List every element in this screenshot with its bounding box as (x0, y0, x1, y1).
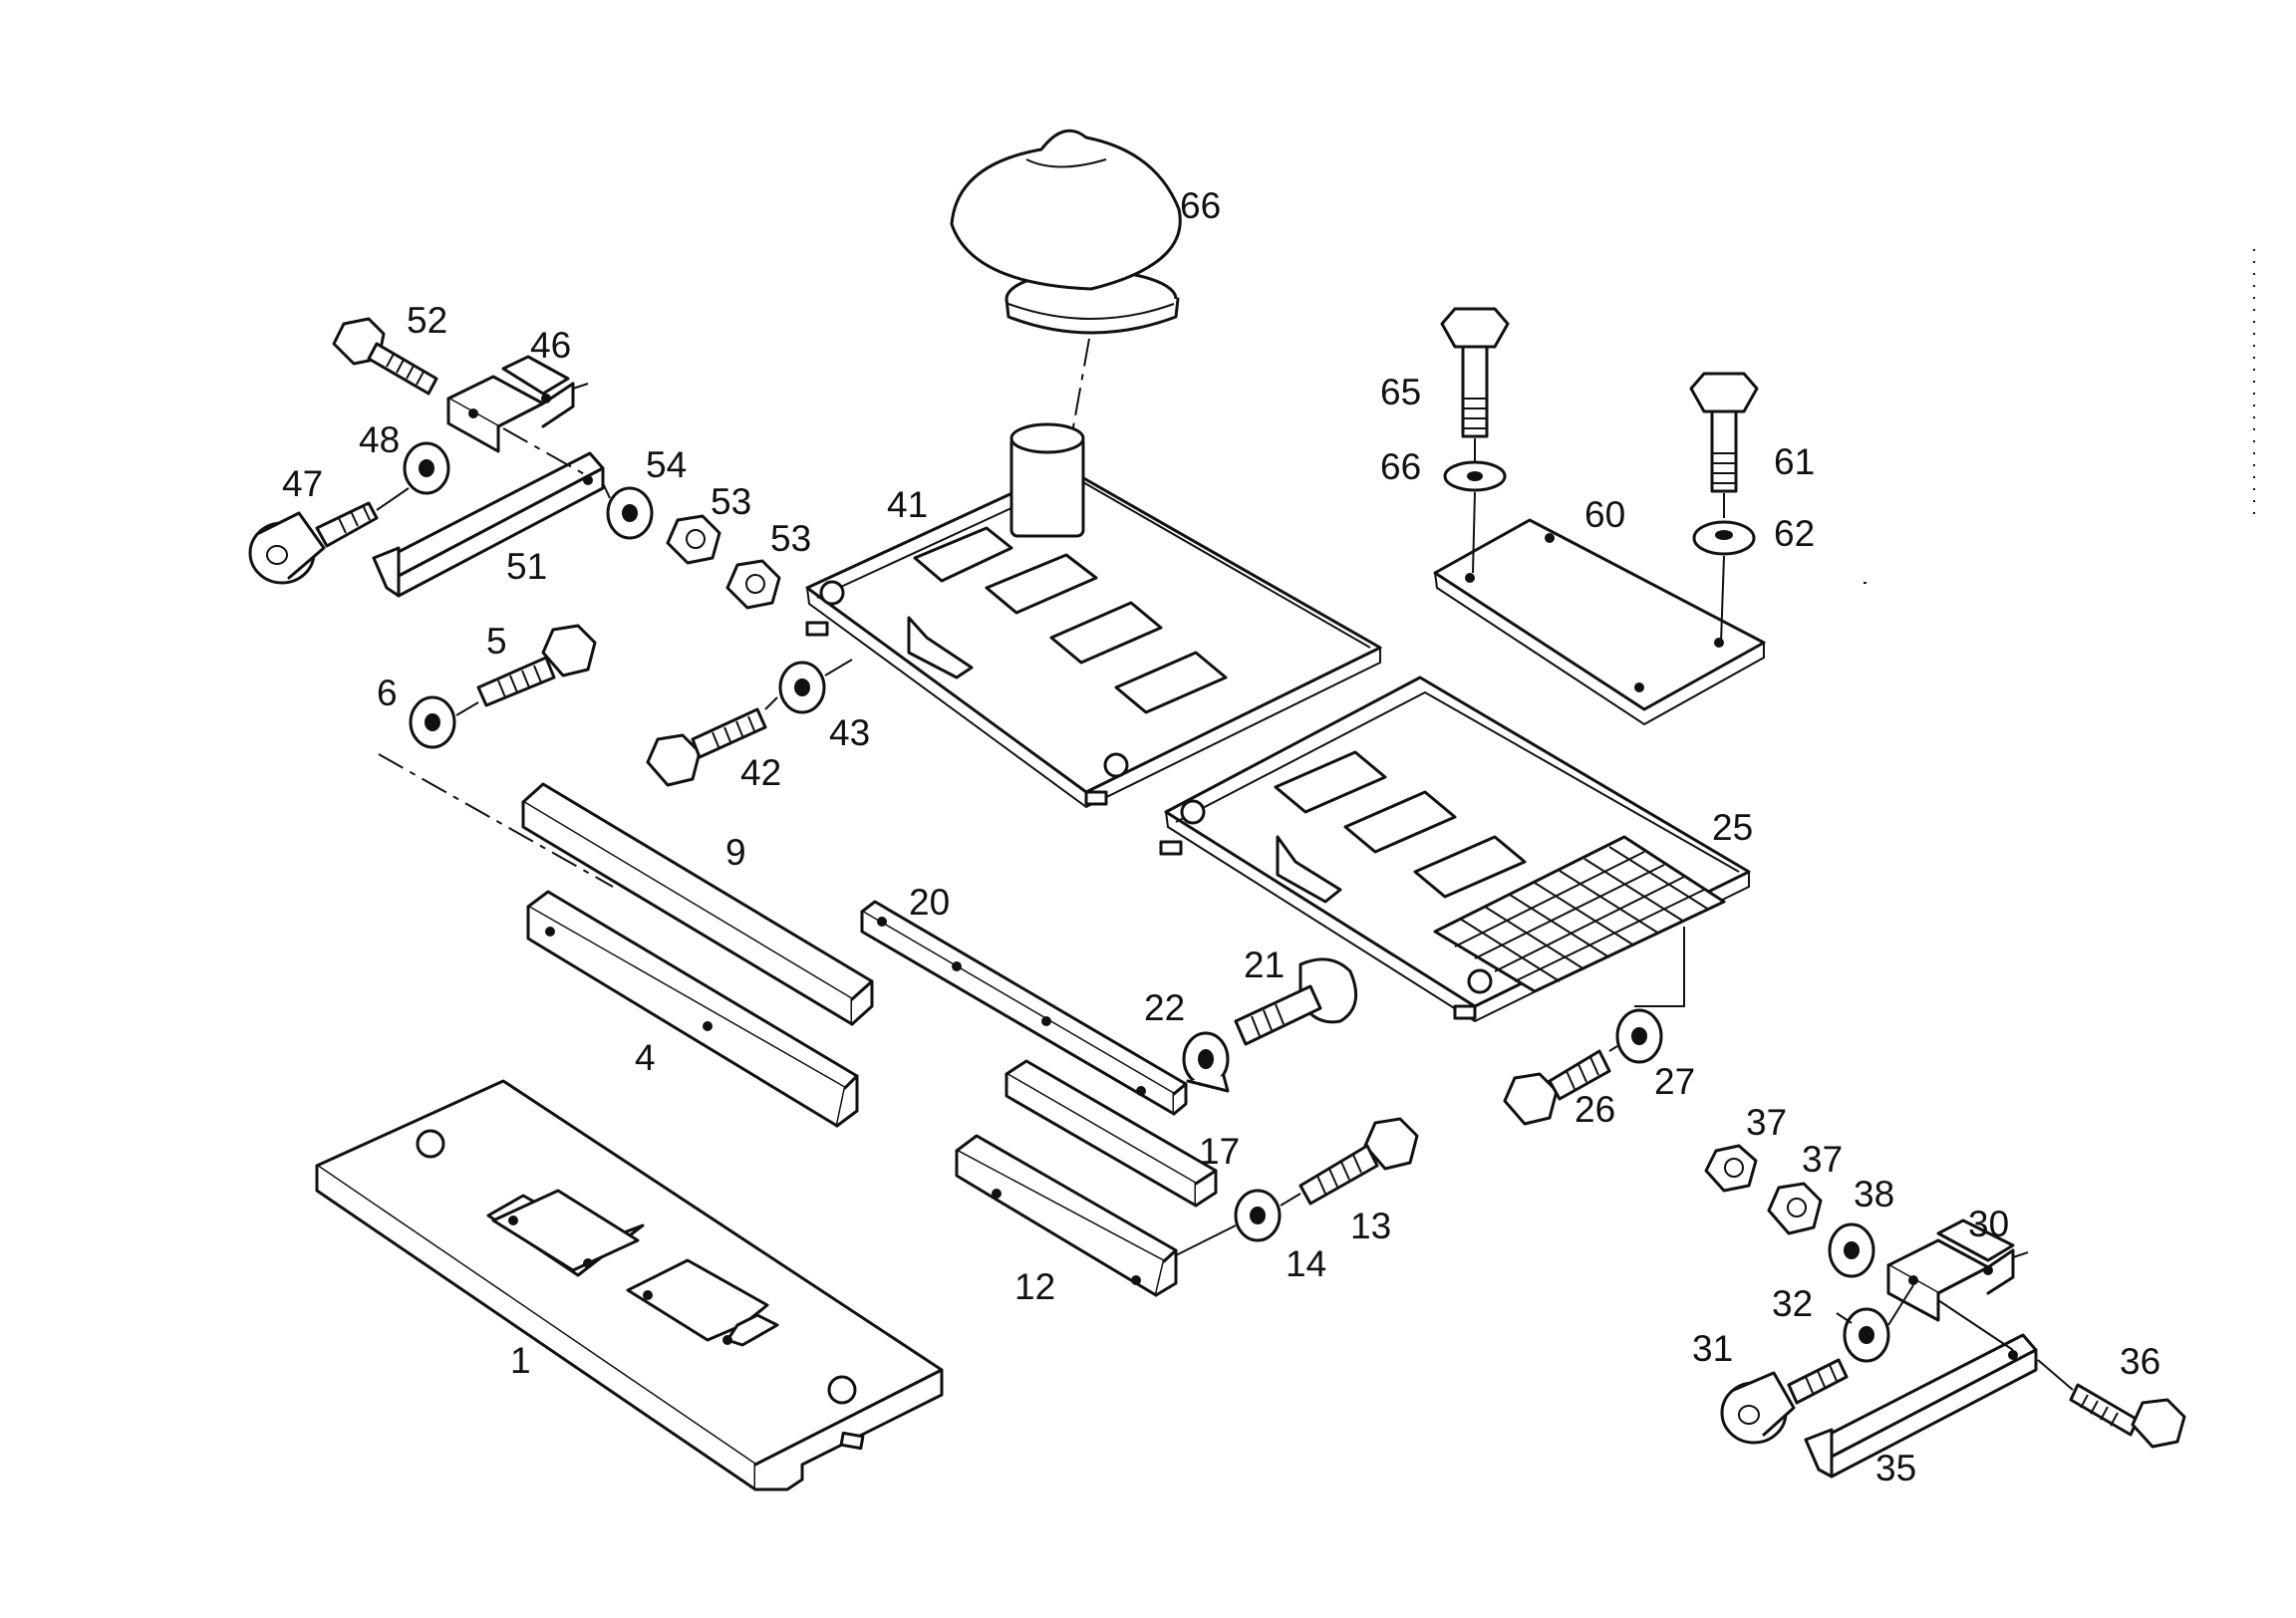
callout-65: 65 (1380, 372, 1422, 412)
part-27-washer (1608, 1008, 1663, 1064)
callout-51: 51 (506, 546, 548, 587)
callout-53b: 53 (770, 518, 812, 559)
callout-52: 52 (407, 300, 448, 341)
part-20-rail (860, 900, 1188, 1116)
callout-42: 42 (740, 752, 782, 793)
part-35-bar (1804, 1299, 2038, 1479)
callout-5: 5 (486, 621, 507, 662)
callout-12: 12 (1014, 1266, 1056, 1307)
part-25-tray-grid (1159, 675, 1751, 1023)
callout-36: 36 (2120, 1341, 2161, 1382)
part-37-nut-1 (1704, 1144, 1758, 1193)
callout-20: 20 (909, 882, 951, 923)
callout-57: 66 (1180, 185, 1222, 226)
grid-lines (1454, 846, 1710, 982)
part-14-washer (1234, 1189, 1301, 1242)
callout-6: 6 (377, 673, 398, 713)
callout-14: 14 (1286, 1243, 1327, 1284)
callout-37b: 37 (1802, 1139, 1844, 1180)
part-21-screw (1234, 957, 1358, 1046)
callout-21: 21 (1244, 944, 1286, 985)
callout-26: 26 (1575, 1089, 1616, 1130)
callout-30: 30 (1968, 1204, 2010, 1244)
callout-32: 32 (1772, 1283, 1814, 1324)
callout-60: 60 (1584, 494, 1626, 535)
callout-66: 66 (1380, 446, 1422, 487)
callout-37a: 37 (1746, 1102, 1788, 1143)
part-65-bolt (1440, 307, 1510, 463)
part-43-washer (764, 659, 853, 714)
part-48-washer (376, 441, 450, 511)
callout-48: 48 (359, 419, 401, 460)
part-54-washer (602, 482, 654, 540)
callout-9: 9 (725, 832, 746, 873)
part-17-bar (1004, 1059, 1218, 1208)
part-42-bolt (646, 707, 767, 787)
part-26-bolt (1503, 1049, 1611, 1126)
part-62-washer (1692, 520, 1756, 644)
part-5-bolt (476, 624, 597, 707)
part-32-washer (1836, 1284, 1914, 1363)
part-4-angle (526, 890, 859, 1128)
callout-43: 43 (829, 712, 871, 753)
callout-4: 4 (635, 1037, 656, 1078)
callout-13: 13 (1350, 1206, 1392, 1246)
part-36-bolt (2037, 1359, 2186, 1449)
part-22-spring-washer (1182, 1031, 1230, 1093)
part-53-nut-1 (666, 514, 721, 565)
callout-35: 35 (1875, 1448, 1917, 1488)
part-37-nut-2 (1767, 1182, 1823, 1235)
part-31-screw (1720, 1358, 1849, 1445)
callout-25: 25 (1712, 807, 1754, 848)
part-53-nut-2 (725, 559, 781, 610)
callout-62: 62 (1774, 513, 1816, 554)
part-30-bracket (1886, 1218, 2029, 1322)
part-52-bolt (332, 317, 438, 396)
callout-17: 17 (1199, 1131, 1241, 1172)
part-60-plate (1433, 518, 1766, 726)
callout-47: 47 (282, 463, 324, 504)
callout-22: 22 (1144, 987, 1186, 1028)
part-47-screw (248, 501, 379, 585)
callout-1: 1 (510, 1340, 531, 1381)
callout-53a: 53 (711, 481, 752, 522)
callout-46: 46 (530, 325, 572, 366)
callout-61: 61 (1774, 441, 1816, 482)
part-9-bar (521, 782, 874, 1026)
callout-27: 27 (1654, 1061, 1696, 1102)
callout-54: 54 (646, 444, 688, 485)
part-46-bracket (446, 355, 589, 453)
part-51-bar (372, 427, 605, 598)
part-66-washer (1443, 460, 1507, 574)
part-41-tray (805, 422, 1382, 809)
part-12-angle (955, 1134, 1237, 1297)
part-1-base (315, 1079, 944, 1491)
callout-41: 41 (887, 484, 929, 525)
callout-31: 31 (1692, 1328, 1734, 1369)
part-38-washer (1828, 1222, 1875, 1278)
part-6-washer (378, 695, 614, 888)
callout-38: 38 (1854, 1174, 1895, 1214)
part-61-bolt (1689, 372, 1759, 518)
part-57-knob (950, 129, 1182, 439)
part-13-bolt (1298, 1117, 1419, 1206)
